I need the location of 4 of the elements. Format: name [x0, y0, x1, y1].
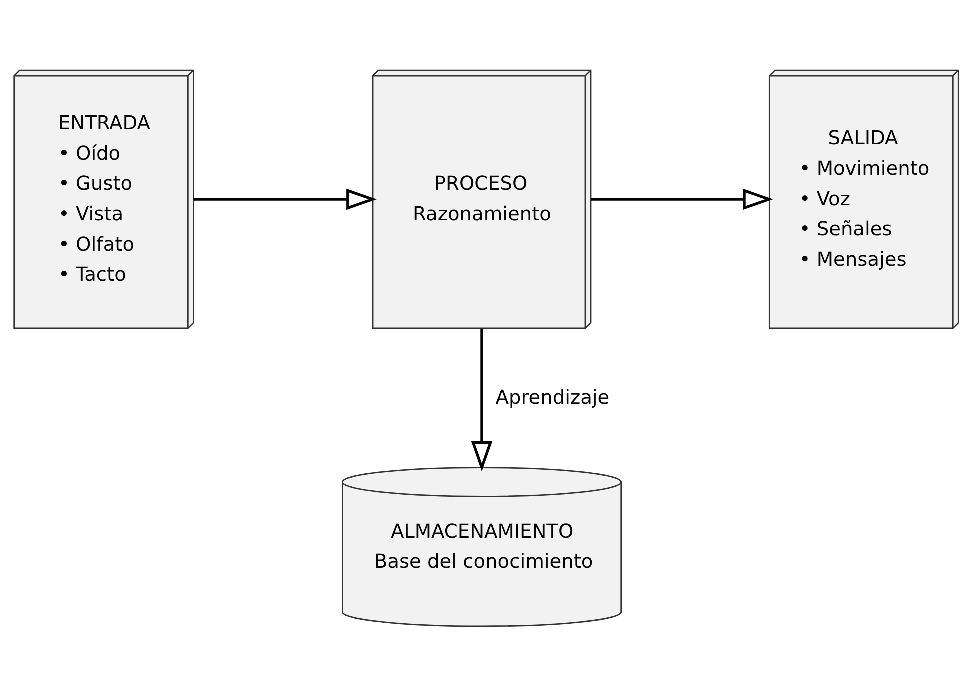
arrow — [591, 188, 774, 210]
arrow — [194, 188, 377, 210]
arrow — [471, 328, 493, 472]
edge-label: Aprendizaje — [496, 385, 610, 408]
